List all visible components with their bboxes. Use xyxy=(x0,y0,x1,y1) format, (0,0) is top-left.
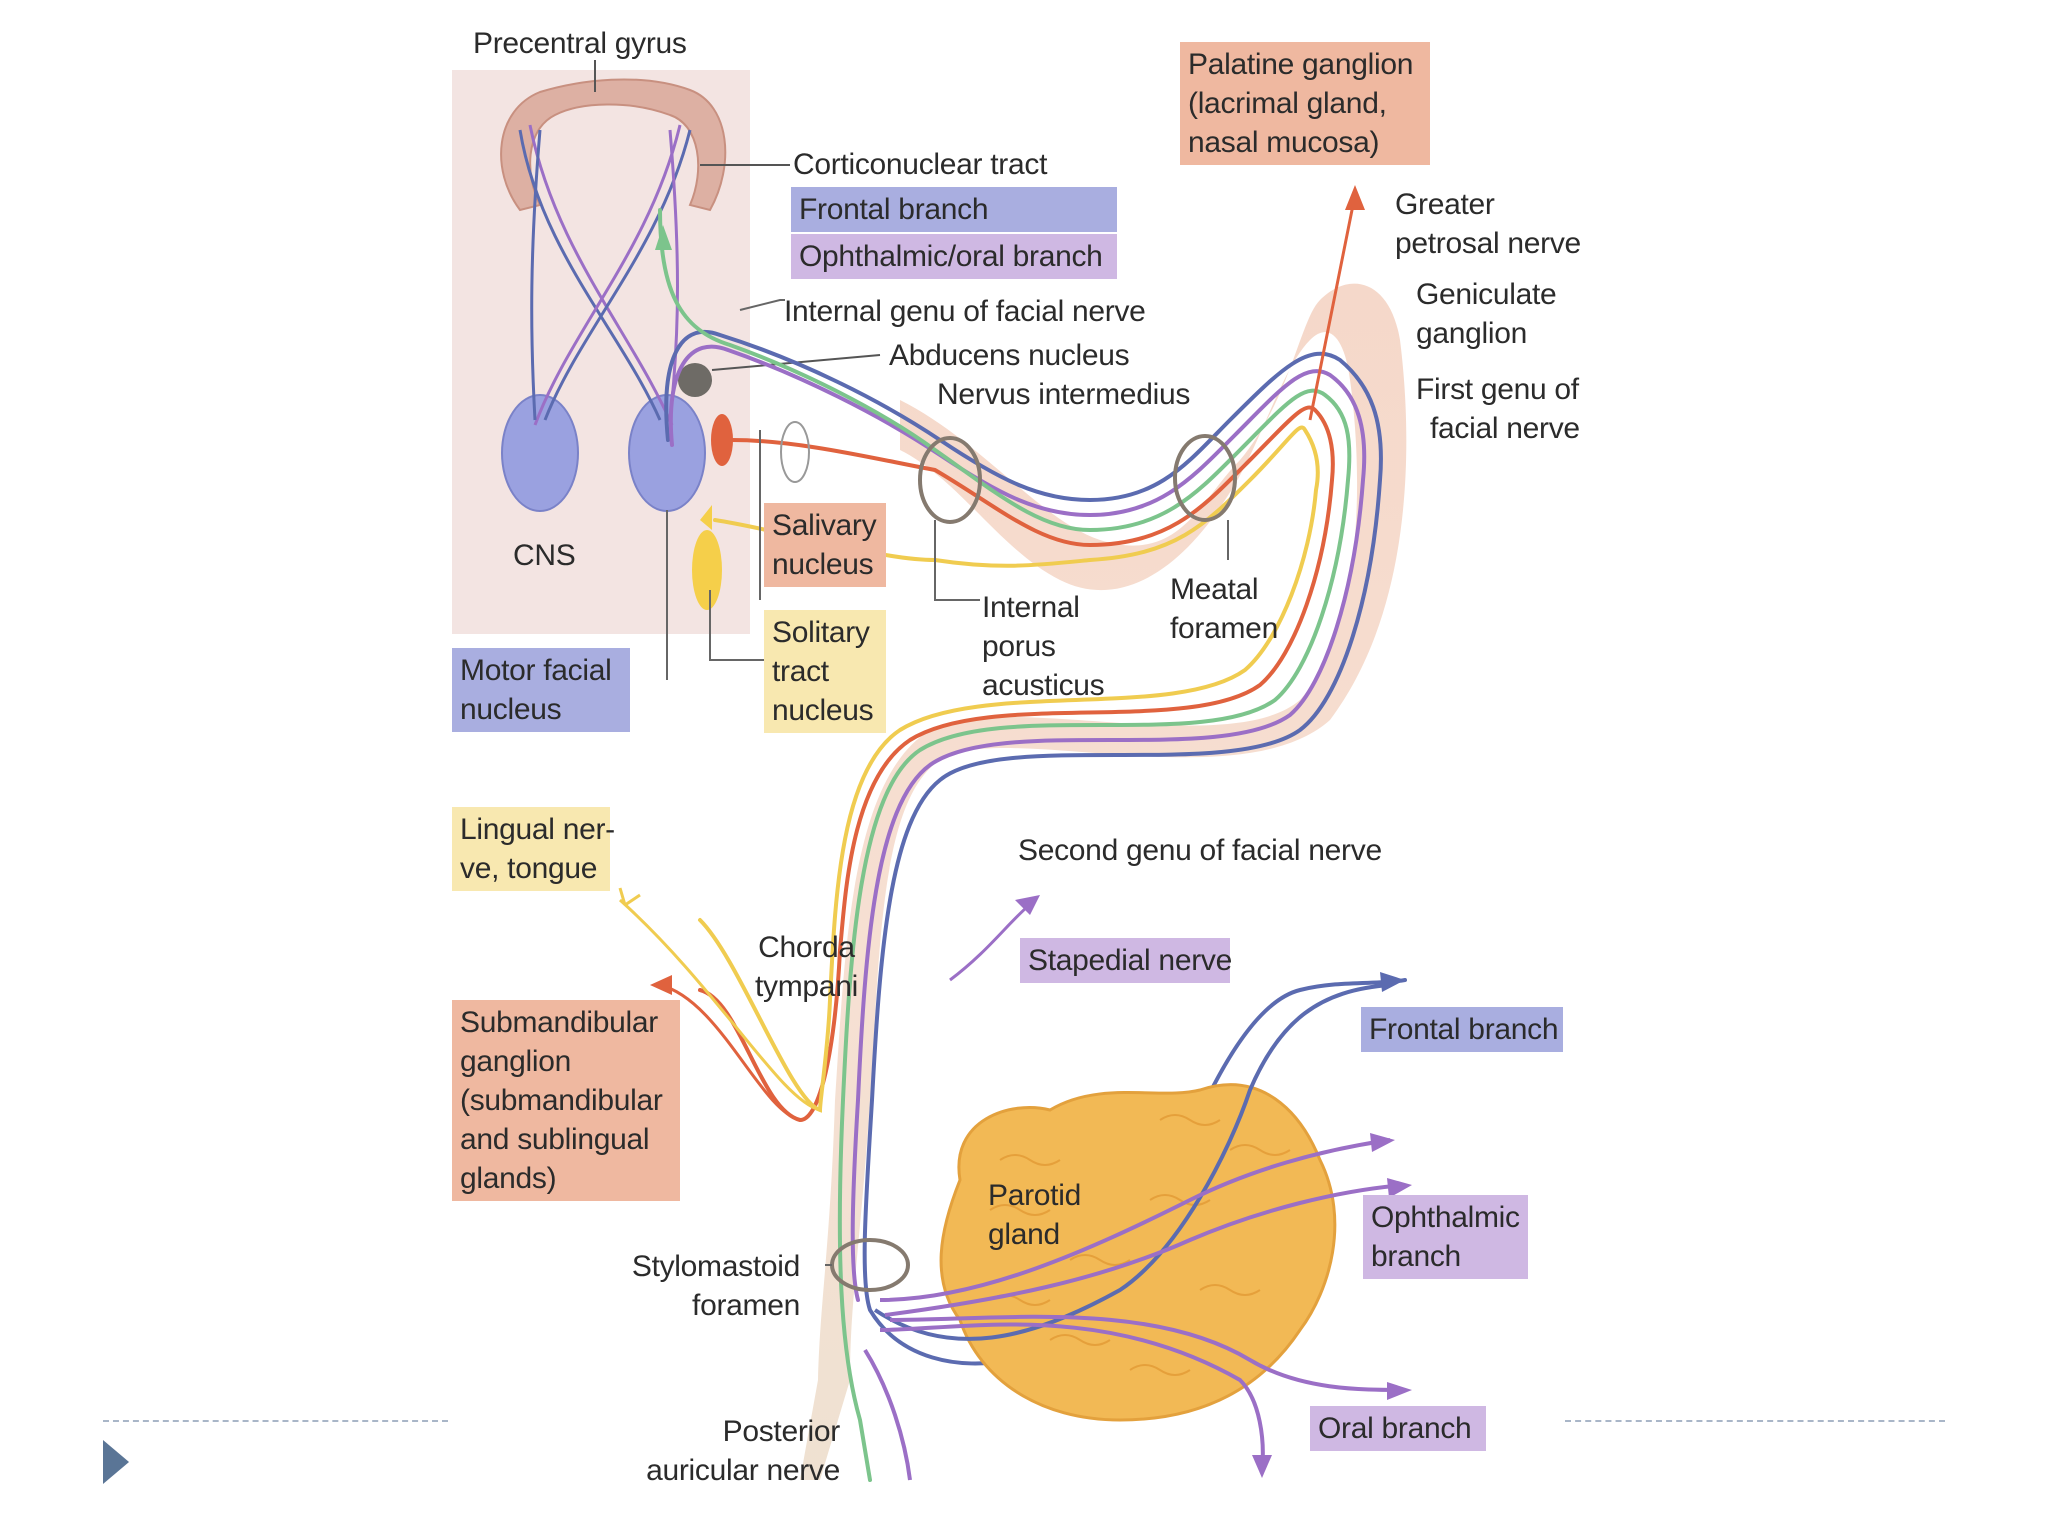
label-first-genu: First genu of facial nerve xyxy=(1416,373,1580,445)
slide-divider-left xyxy=(103,1420,448,1422)
bullet-arrow-icon xyxy=(103,1440,129,1484)
parotid-gland-shape xyxy=(939,1083,1337,1422)
salivary-nucleus-shape xyxy=(711,414,733,466)
label-greater-petrosal-nerve: Greater petrosal nerve xyxy=(1395,188,1581,260)
parasympathetic-fibre-red xyxy=(698,405,1335,1123)
label-nervus-intermedius: Nervus intermedius xyxy=(937,378,1191,411)
label-internal-porus-acusticus: Internal porus acusticus xyxy=(982,591,1105,702)
label-stapedial-nerve: Stapedial nerve xyxy=(1020,938,1232,983)
label-corticonuclear-tract: Corticonuclear tract xyxy=(793,148,1048,181)
label-parotid-gland: Parotid gland xyxy=(988,1179,1081,1251)
meatal-foramen-ring xyxy=(1173,434,1237,522)
label-salivary-nucleus: Salivary nucleus xyxy=(764,503,886,587)
label-cns: CNS xyxy=(513,539,576,572)
label-motor-facial-nucleus: Motor facial nucleus xyxy=(452,648,630,732)
label-meatal-foramen: Meatal foramen xyxy=(1170,573,1278,645)
label-palatine-ganglion: Palatine ganglion (lacrimal gland, nasal… xyxy=(1180,42,1430,165)
solitary-tract-nucleus-shape xyxy=(692,530,722,610)
sensory-fibre-green xyxy=(658,208,1352,1482)
label-frontal-branch-bottom: Frontal branch xyxy=(1361,1007,1563,1052)
taste-fibre-yellow xyxy=(698,425,1320,1113)
slide-divider-right xyxy=(1565,1420,1945,1422)
label-posterior-auricular-nerve: Posterior auricular nerve xyxy=(646,1415,840,1487)
label-ophthalmic-branch: Ophthalmic branch xyxy=(1363,1195,1528,1279)
label-precentral-gyrus: Precentral gyrus xyxy=(473,27,687,60)
label-submandibular-ganglion: Submandibular ganglion (submandibular an… xyxy=(452,1000,680,1201)
label-internal-genu: Internal genu of facial nerve xyxy=(784,295,1146,328)
label-stylomastoid-foramen: Stylomastoid foramen xyxy=(631,1250,800,1322)
label-lingual-nerve: Lingual ner- ve, tongue xyxy=(452,807,615,891)
label-geniculate-ganglion: Geniculate ganglion xyxy=(1416,278,1557,350)
motor-fibre-purple xyxy=(668,344,1367,1302)
label-chorda-tympani: Chorda tympani xyxy=(755,931,858,1003)
abducens-nucleus-shape xyxy=(678,363,712,397)
label-frontal-branch-top: Frontal branch xyxy=(791,187,1117,232)
precentral-gyrus-shape xyxy=(500,78,727,212)
label-solitary-tract-nucleus: Solitary tract nucleus xyxy=(764,610,886,733)
left-motor-nucleus-shape xyxy=(501,394,579,512)
internal-porus-ring xyxy=(918,436,982,524)
label-ophthalmic-oral-branch: Ophthalmic/oral branch xyxy=(791,234,1117,279)
label-second-genu: Second genu of facial nerve xyxy=(1018,834,1382,867)
label-oral-branch: Oral branch xyxy=(1310,1406,1486,1451)
label-abducens-nucleus: Abducens nucleus xyxy=(889,339,1130,372)
